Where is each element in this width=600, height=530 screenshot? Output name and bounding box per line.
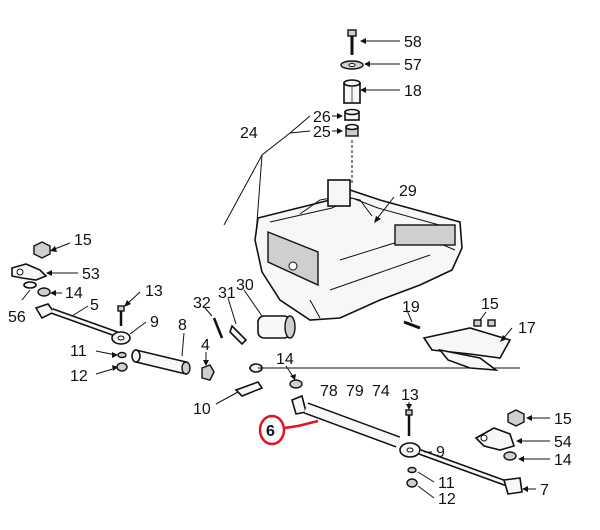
callout-9-right: 9 bbox=[436, 444, 445, 461]
seal-25 bbox=[345, 123, 359, 137]
clamp-9-right bbox=[399, 442, 421, 458]
callout-78: 78 bbox=[320, 383, 338, 400]
front-axle-housing bbox=[254, 179, 463, 321]
callout-5: 5 bbox=[90, 297, 99, 314]
ball-joint-14-right bbox=[503, 451, 517, 461]
callout-6: 6 bbox=[266, 423, 275, 440]
callout-32: 32 bbox=[193, 295, 211, 312]
washer-11-left bbox=[117, 351, 127, 359]
callout-14-right: 14 bbox=[554, 452, 572, 469]
washer-11-right bbox=[407, 466, 417, 474]
steering-arm-54 bbox=[474, 427, 516, 451]
highlight-callout-6 bbox=[258, 414, 319, 446]
nuts-15-right bbox=[473, 319, 496, 327]
callout-26: 26 bbox=[313, 109, 331, 126]
bolt-19 bbox=[403, 320, 421, 330]
tie-rod-end-10 bbox=[234, 363, 264, 397]
link-31 bbox=[229, 324, 248, 346]
tie-rod-5 bbox=[34, 303, 124, 339]
callout-58: 58 bbox=[404, 34, 422, 51]
tie-rod-7 bbox=[418, 449, 523, 495]
callout-29: 29 bbox=[399, 183, 417, 200]
tie-rod-6 bbox=[291, 394, 401, 448]
nut-15-left bbox=[33, 241, 51, 259]
pin-32 bbox=[212, 317, 224, 339]
callout-74: 74 bbox=[372, 383, 390, 400]
callout-11-left: 11 bbox=[70, 343, 87, 360]
ball-joint-14-center bbox=[289, 379, 303, 389]
steering-arm-53 bbox=[11, 263, 48, 281]
callout-12-right: 12 bbox=[438, 491, 456, 508]
callout-4: 4 bbox=[201, 337, 210, 354]
callout-57: 57 bbox=[404, 57, 422, 74]
bushing-18 bbox=[343, 79, 361, 104]
clamp-9-left bbox=[111, 331, 131, 345]
nut-15-right-lower bbox=[507, 409, 525, 427]
callout-10: 10 bbox=[193, 401, 211, 418]
bolt-13-left bbox=[117, 305, 125, 326]
callout-15-right: 15 bbox=[481, 296, 499, 313]
callout-9-left: 9 bbox=[150, 314, 159, 331]
bolt-58 bbox=[347, 29, 357, 55]
seal-26 bbox=[344, 108, 360, 121]
callout-25: 25 bbox=[313, 124, 331, 141]
callout-56: 56 bbox=[8, 309, 26, 326]
callout-labels: 58 57 18 26 25 24 29 15 53 14 56 5 13 9 … bbox=[8, 34, 572, 508]
bushing-30 bbox=[257, 315, 296, 339]
callout-15-left: 15 bbox=[74, 232, 92, 249]
callout-54: 54 bbox=[554, 434, 572, 451]
callout-7: 7 bbox=[540, 482, 549, 499]
callout-14-center: 14 bbox=[276, 351, 294, 368]
sleeve-8 bbox=[131, 348, 191, 376]
callout-17: 17 bbox=[518, 320, 536, 337]
leader-lines bbox=[21, 38, 550, 499]
callout-31: 31 bbox=[218, 285, 236, 302]
callout-8: 8 bbox=[178, 317, 187, 334]
bracket-17 bbox=[422, 327, 512, 372]
callout-24: 24 bbox=[240, 125, 258, 142]
bolt-13-right bbox=[405, 409, 413, 436]
nut-12-left bbox=[116, 362, 128, 372]
callout-13-right: 13 bbox=[401, 387, 419, 404]
callout-19: 19 bbox=[402, 299, 420, 316]
callout-15-right-lower: 15 bbox=[554, 411, 572, 428]
washer-57 bbox=[340, 60, 364, 70]
callout-13-left: 13 bbox=[145, 283, 163, 300]
callout-79: 79 bbox=[346, 383, 364, 400]
spacer-56 bbox=[23, 281, 37, 289]
callout-12-left: 12 bbox=[70, 368, 88, 385]
callout-18: 18 bbox=[404, 83, 422, 100]
nut-12-right bbox=[406, 478, 418, 488]
ball-joint-14-left bbox=[37, 287, 51, 297]
callout-14-left: 14 bbox=[65, 285, 83, 302]
callout-11-right: 11 bbox=[438, 475, 455, 492]
nut-4 bbox=[201, 364, 215, 381]
callout-30: 30 bbox=[236, 277, 254, 294]
callout-53: 53 bbox=[82, 266, 100, 283]
